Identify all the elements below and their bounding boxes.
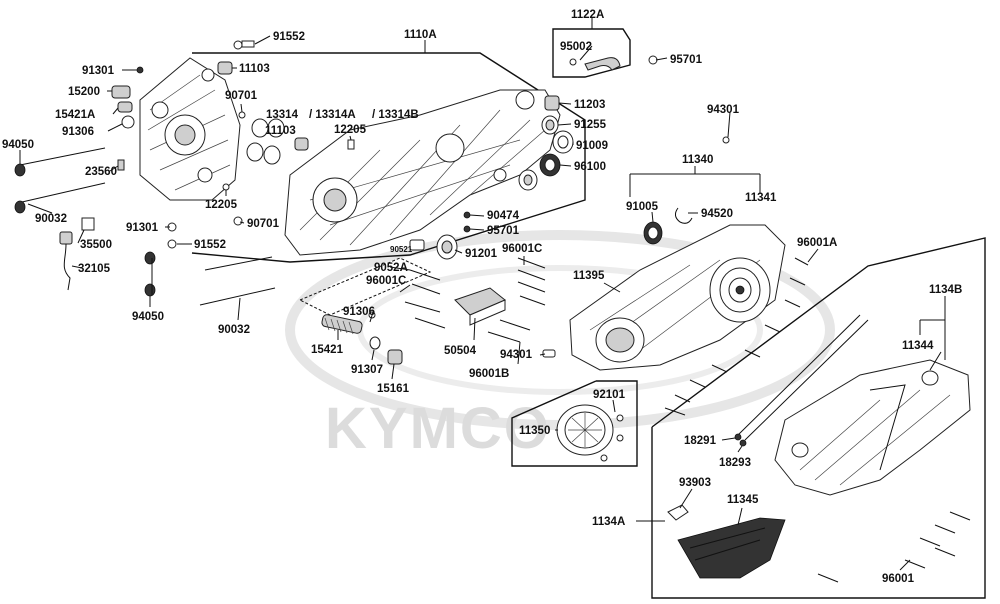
label-91301-top: 91301 <box>82 65 115 77</box>
label-90032-bottom: 90032 <box>218 324 250 336</box>
bearings-seals <box>518 95 574 191</box>
label-94050-bottom: 94050 <box>132 311 164 323</box>
label-91301-bottom: 91301 <box>126 222 159 234</box>
label-1110A: 1110A <box>404 29 437 41</box>
label-11103-top: 11103 <box>239 63 270 75</box>
label-35500: 35500 <box>80 239 112 251</box>
label-96001C-upper: 96001C <box>502 243 542 255</box>
label-91201: 91201 <box>465 248 498 260</box>
right-crankcase <box>284 89 561 256</box>
label-96001: 96001 <box>882 573 915 585</box>
bolts-96001A <box>664 257 809 416</box>
label-1134B: 1134B <box>929 284 962 296</box>
label-1122A: 1122A <box>571 9 604 21</box>
label-94301-top: 94301 <box>707 104 740 116</box>
label-90474: 90474 <box>487 210 520 222</box>
label-1134A: 1134A <box>592 516 625 528</box>
label-93903: 93903 <box>679 477 711 489</box>
strainer-assembly <box>298 257 432 365</box>
label-91005: 91005 <box>626 201 659 213</box>
label-91009: 91009 <box>576 140 608 152</box>
label-92101: 92101 <box>593 389 626 401</box>
label-12205-top: 12205 <box>334 124 367 136</box>
group-box-1134 <box>651 237 986 599</box>
label-96001B: 96001B <box>469 368 509 380</box>
group-box-11350 <box>511 380 638 467</box>
pad-11345 <box>667 504 786 579</box>
label-95701-top: 95701 <box>670 54 703 66</box>
outer-cover-11344 <box>774 359 971 496</box>
label-94520: 94520 <box>701 208 733 220</box>
label-91552-bottom: 91552 <box>194 239 226 251</box>
label-18293: 18293 <box>719 457 751 469</box>
label-50504: 50504 <box>444 345 477 357</box>
label-11395: 11395 <box>573 270 605 282</box>
left-crankcase <box>139 57 241 201</box>
label-9052A: 9052A <box>374 262 408 274</box>
watermark-text: KYMCO <box>325 396 551 461</box>
label-23560: 23560 <box>85 166 117 178</box>
label-91306-top: 91306 <box>62 126 94 138</box>
label-11345: 11345 <box>727 494 759 506</box>
hose-95002 <box>569 55 658 71</box>
label-13314B: / 13314B <box>372 109 419 121</box>
label-15200: 15200 <box>68 86 100 98</box>
rods-18291-18293 <box>734 314 869 447</box>
label-11341: 11341 <box>745 192 777 204</box>
seal-91201 <box>409 211 471 260</box>
label-15161: 15161 <box>377 383 410 395</box>
label-90521: 90521 <box>390 245 413 254</box>
label-95002: 95002 <box>560 41 592 53</box>
label-94301-bottom: 94301 <box>500 349 533 361</box>
label-96100: 96100 <box>574 161 606 173</box>
label-18291: 18291 <box>684 435 717 447</box>
bushings-13314 <box>217 61 309 165</box>
bolts-96001 <box>817 511 971 583</box>
label-90701-bottom: 90701 <box>247 218 280 230</box>
label-94050-top: 94050 <box>2 139 34 151</box>
left-small-parts <box>14 40 355 306</box>
label-96001C-lower: 96001C <box>366 275 406 287</box>
label-15421: 15421 <box>311 344 344 356</box>
label-11340: 11340 <box>682 154 713 166</box>
label-91307: 91307 <box>351 364 383 376</box>
label-90701-top: 90701 <box>225 90 258 102</box>
label-91552-top: 91552 <box>273 31 305 43</box>
label-11203: 11203 <box>574 99 605 111</box>
label-12205-bottom: 12205 <box>205 199 238 211</box>
bracket-50504 <box>404 257 556 358</box>
label-13314: 13314 <box>266 109 299 121</box>
label-96001A: 96001A <box>797 237 837 249</box>
label-11350: 11350 <box>519 425 550 437</box>
label-91255: 91255 <box>574 119 607 131</box>
label-91306-bottom: 91306 <box>343 306 375 318</box>
group-box-1110A <box>191 52 586 263</box>
group-box-1122A <box>552 28 631 78</box>
label-11344: 11344 <box>902 340 934 352</box>
leader-lines <box>19 35 946 571</box>
label-95701-mid: 95701 <box>487 225 520 237</box>
label-90032-left: 90032 <box>35 213 67 225</box>
part-labels: 1122A 95002 95701 1110A 91552 91301 1110… <box>2 9 962 585</box>
label-13314A: / 13314A <box>309 109 356 121</box>
cover-11350 <box>556 404 624 462</box>
label-15421A: 15421A <box>55 109 95 121</box>
label-32105: 32105 <box>78 263 111 275</box>
label-11103-mid: 11103 <box>265 125 296 137</box>
cvt-cover-11395 <box>569 136 786 371</box>
